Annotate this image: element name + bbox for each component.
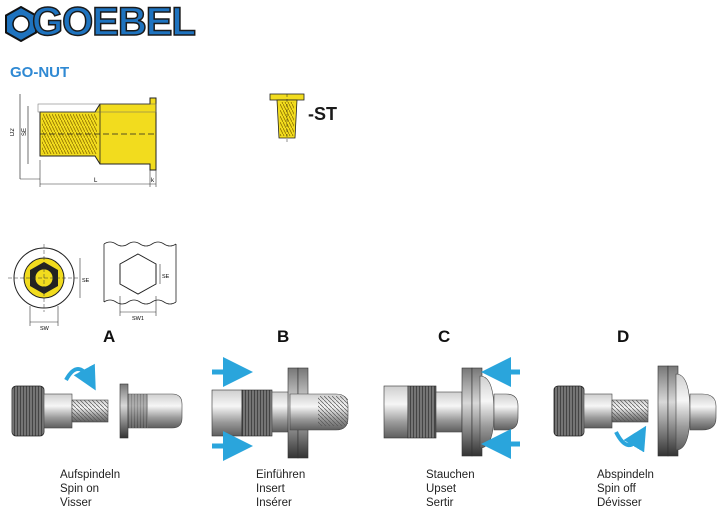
step-c-letter: C (438, 327, 451, 346)
go-nut-front-view: SE SW (8, 244, 90, 332)
caption-en: Spin off (597, 483, 636, 495)
caption-de: Aufspindeln (60, 469, 121, 481)
hex-hole-view: SE SW1 (103, 241, 177, 322)
dim-k-label: k (151, 178, 155, 184)
step-d-caption: Abspindeln Spin off Dévisser (597, 468, 654, 510)
caption-fr: Insérer (256, 497, 292, 509)
step-a-illustration (11, 363, 183, 439)
caption-fr: Dévisser (597, 497, 642, 509)
dim-sw-label: SW (40, 326, 50, 332)
dim-se-label: SE (162, 274, 170, 280)
step-c-illustration (383, 357, 520, 459)
hex-bolt-icon (5, 6, 37, 42)
variant-label: -ST (308, 104, 337, 124)
dim-se-label: SE (22, 128, 28, 136)
go-nut-section-drawing: D2 SE L k (10, 94, 157, 187)
dim-l-label: L (94, 178, 98, 184)
caption-en: Insert (256, 483, 285, 495)
step-b-illustration (211, 357, 349, 461)
caption-de: Stauchen (426, 469, 475, 481)
caption-en: Spin on (60, 483, 100, 495)
caption-fr: Visser (60, 497, 92, 509)
step-a-letter: A (103, 327, 116, 346)
brand-name: GOEBEL (31, 0, 196, 45)
caption-en: Upset (426, 483, 457, 495)
go-nut-st-icon (269, 93, 305, 142)
step-c-caption: Stauchen Upset Sertir (426, 468, 475, 510)
dim-sw1-label: SW1 (132, 316, 144, 322)
step-a-caption: Aufspindeln Spin on Visser (60, 468, 120, 510)
spin-arrow-icon (614, 425, 647, 453)
step-b-caption: Einführen Insert Insérer (256, 468, 305, 510)
process-illustration (11, 357, 717, 461)
dim-d2-label: D2 (10, 128, 16, 136)
caption-de: Abspindeln (597, 469, 654, 481)
caption-de: Einführen (256, 469, 306, 481)
step-b-letter: B (277, 327, 290, 346)
spin-arrow-icon (64, 363, 96, 391)
caption-fr: Sertir (426, 497, 454, 509)
step-d-illustration (553, 365, 717, 457)
goebel-logo: GOEBEL (4, 0, 197, 45)
step-d-letter: D (617, 327, 630, 346)
dim-se-label: SE (82, 278, 90, 284)
product-title: GO-NUT (10, 64, 70, 81)
